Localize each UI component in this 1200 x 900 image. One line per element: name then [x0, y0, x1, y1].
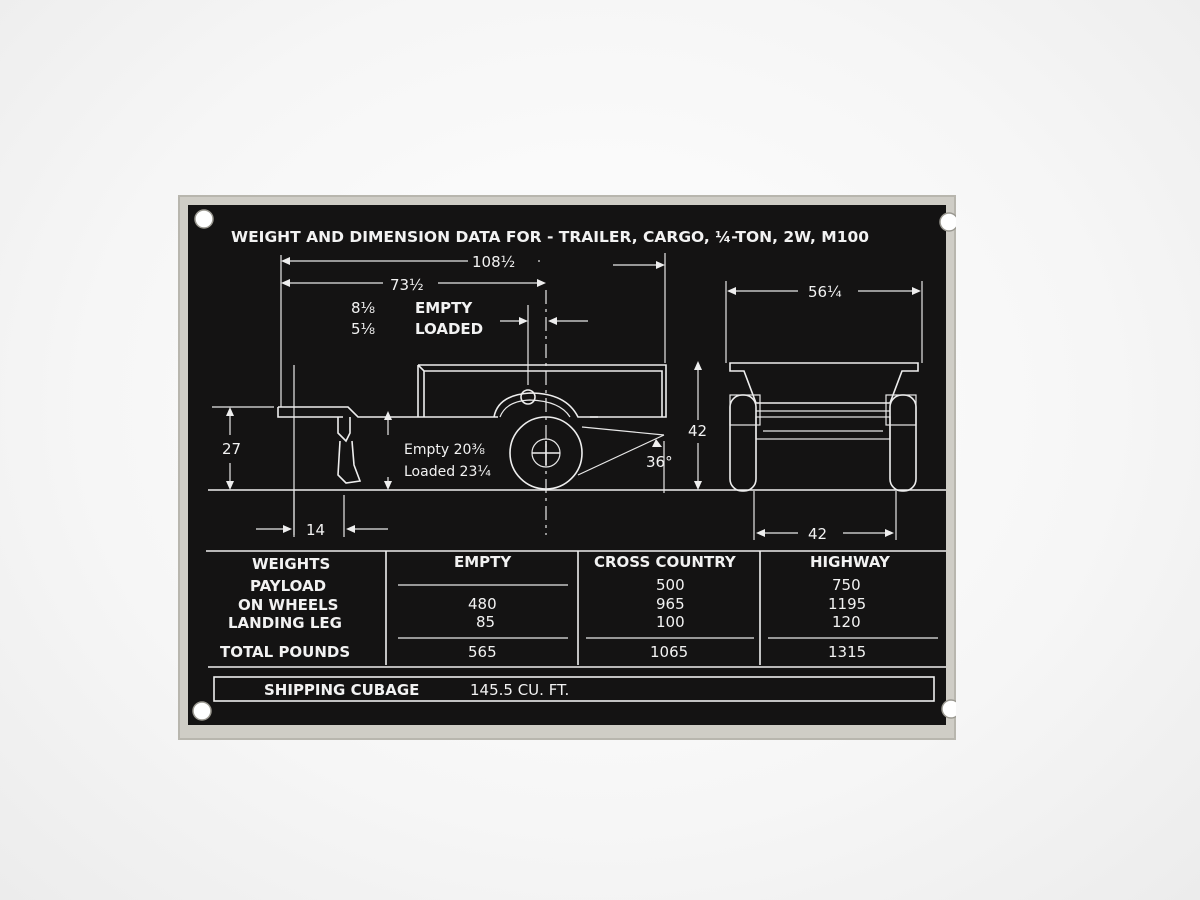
dim-empty-height: Empty 20⅜ — [404, 442, 485, 458]
weights-table: WEIGHTS EMPTY CROSS COUNTRY HIGHWAY PAYL… — [206, 550, 946, 668]
dim-leg-distance: 14 — [306, 521, 325, 539]
data-plate: WEIGHT AND DIMENSION DATA FOR - TRAILER,… — [178, 195, 956, 740]
row-label-on-wheels: ON WHEELS — [238, 596, 338, 614]
clearance-loaded-label: LOADED — [415, 320, 483, 338]
total-cross-country: 1065 — [650, 643, 688, 661]
total-highway: 1315 — [828, 643, 866, 661]
trailer-side-view: 108½ 73½ 8⅛ EMPTY 5⅛ LOADED 27 Empty 20⅜… — [208, 253, 946, 539]
shipping-cubage-box — [213, 676, 935, 702]
dim-loaded-height: Loaded 23¼ — [404, 464, 491, 480]
cross-country-payload: 500 — [656, 576, 685, 594]
total-pounds-label: TOTAL POUNDS — [220, 643, 350, 661]
empty-landing-leg: 85 — [476, 613, 495, 631]
plate-title: WEIGHT AND DIMENSION DATA FOR - TRAILER,… — [231, 228, 869, 246]
cross-country-landing-leg: 100 — [656, 613, 685, 631]
header-weights: WEIGHTS — [252, 555, 330, 573]
header-empty: EMPTY — [454, 553, 512, 571]
mounting-hole-top-left — [194, 209, 214, 229]
trailer-rear-view: 56¼ 42 — [725, 281, 923, 543]
row-label-landing-leg: LANDING LEG — [228, 614, 342, 632]
mounting-hole-top-right — [939, 212, 956, 232]
clearance-empty-label: EMPTY — [415, 299, 473, 317]
row-label-payload: PAYLOAD — [250, 577, 326, 595]
mounting-hole-bottom-left — [192, 701, 212, 721]
highway-on-wheels: 1195 — [828, 595, 866, 613]
highway-payload: 750 — [832, 576, 861, 594]
dim-drawbar-to-axle: 73½ — [390, 276, 424, 294]
dim-overall-width: 56¼ — [808, 283, 842, 301]
clearance-loaded-value: 5⅛ — [351, 320, 375, 338]
dim-overall-height: 42 — [688, 422, 707, 440]
empty-on-wheels: 480 — [468, 595, 497, 613]
total-empty: 565 — [468, 643, 497, 661]
dim-angle: 36° — [646, 453, 673, 471]
highway-landing-leg: 120 — [832, 613, 861, 631]
dim-drawbar-height: 27 — [222, 440, 241, 458]
mounting-hole-bottom-right — [941, 699, 956, 719]
cross-country-on-wheels: 965 — [656, 595, 685, 613]
header-highway: HIGHWAY — [810, 553, 891, 571]
dim-overall-length: 108½ — [472, 253, 515, 271]
dim-track-width: 42 — [808, 525, 827, 543]
header-cross-country: CROSS COUNTRY — [594, 553, 737, 571]
shipping-cubage-value: 145.5 CU. FT. — [470, 681, 569, 699]
clearance-empty-value: 8⅛ — [351, 299, 375, 317]
shipping-cubage-label: SHIPPING CUBAGE — [264, 681, 419, 699]
